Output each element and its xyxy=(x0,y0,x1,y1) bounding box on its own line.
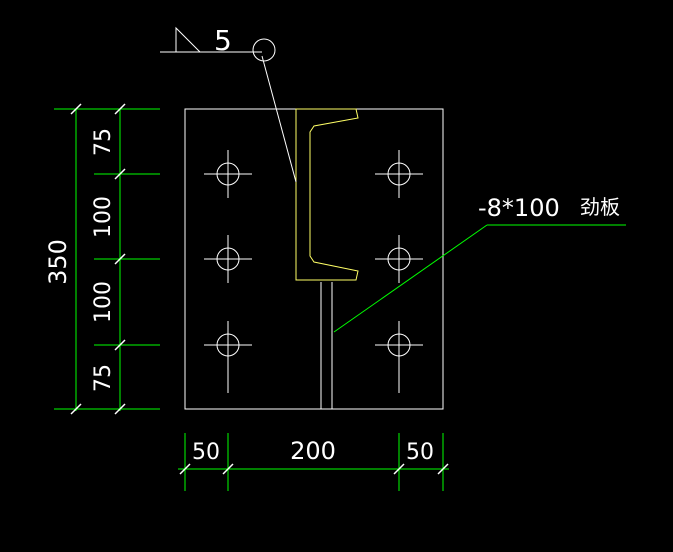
bolt-holes xyxy=(204,150,423,393)
horizontal-dim-ticks xyxy=(179,463,449,475)
stiffener-name-text: 劲板 xyxy=(580,195,620,219)
dim-height-total: 350 xyxy=(44,239,72,285)
bolt-hole-left-top xyxy=(204,150,252,198)
vertical-dim-ticks xyxy=(70,103,126,415)
stiffener-plate xyxy=(320,282,333,409)
dim-vertical-3: 100 xyxy=(91,281,116,323)
dim-vertical-1: 75 xyxy=(91,128,116,156)
stiffener-leader-diagonal xyxy=(333,224,488,333)
bolt-hole-left-bottom xyxy=(204,321,252,393)
weld-symbol xyxy=(160,26,297,183)
fillet-weld-triangle xyxy=(175,26,201,53)
dim-horizontal-1: 50 xyxy=(192,440,220,465)
bolt-hole-right-top xyxy=(375,150,423,198)
weld-size-text: 5 xyxy=(214,24,232,57)
weld-all-around-circle xyxy=(252,38,276,62)
dim-vertical-2: 100 xyxy=(91,196,116,238)
dim-horizontal-2: 200 xyxy=(290,437,336,465)
bolt-hole-right-bottom xyxy=(375,321,423,393)
stiffener-spec-text: -8*100 xyxy=(478,194,560,222)
channel-outline xyxy=(295,108,359,281)
bolt-hole-left-middle xyxy=(204,235,252,283)
horizontal-dimensions xyxy=(178,433,449,491)
bolt-hole-right-middle xyxy=(375,235,423,283)
channel-section xyxy=(295,108,359,281)
stiffener-leader xyxy=(333,224,626,333)
dim-horizontal-3: 50 xyxy=(406,440,434,465)
dim-vertical-4: 75 xyxy=(91,364,116,392)
weld-leader-line xyxy=(261,55,297,183)
